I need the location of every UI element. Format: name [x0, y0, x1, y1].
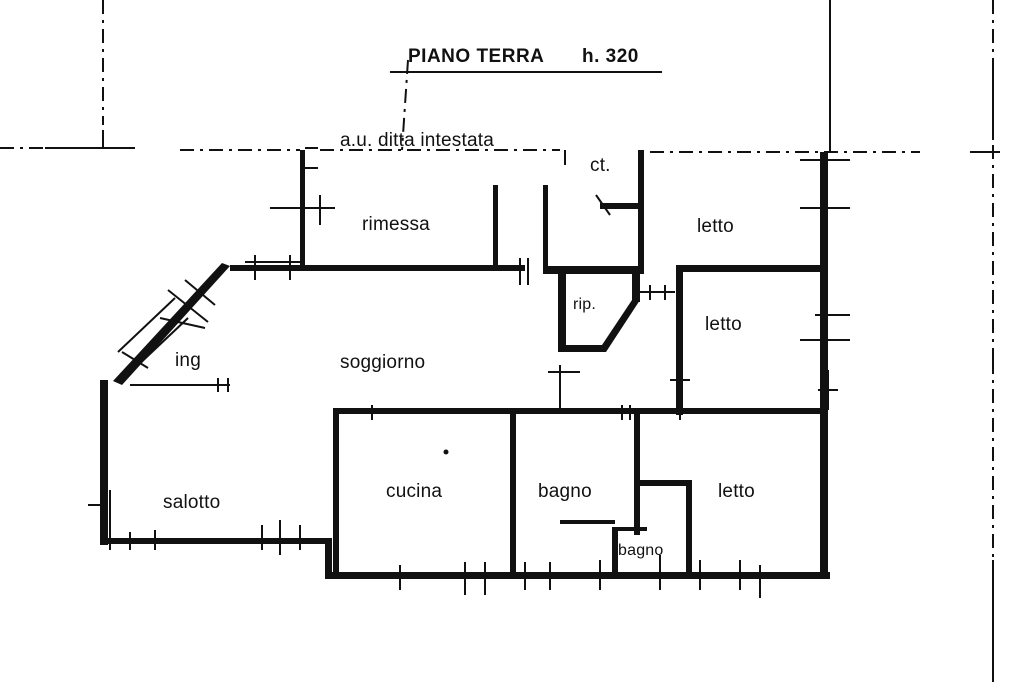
room-salotto: salotto	[163, 492, 221, 513]
boundary-lines	[0, 0, 1000, 682]
room-letto-top: letto	[697, 216, 734, 237]
room-letto-mid: letto	[705, 314, 742, 335]
opening-marks	[88, 147, 850, 598]
ct-label: ct.	[590, 155, 611, 176]
neighbor-note: a.u. ditta intestata	[340, 130, 494, 151]
walls	[100, 150, 830, 579]
marker-dot	[443, 449, 449, 455]
floor-title: PIANO TERRA	[408, 46, 545, 67]
room-bagno-large: bagno	[538, 481, 592, 502]
room-soggiorno: soggiorno	[340, 352, 426, 373]
room-letto-bottom: letto	[718, 481, 755, 502]
room-rimessa: rimessa	[362, 214, 430, 235]
room-bagno-small: bagno	[618, 542, 664, 559]
room-rip: rip.	[573, 296, 597, 313]
room-cucina: cucina	[386, 481, 443, 502]
floor-height: h. 320	[582, 46, 639, 67]
room-ingresso: ing	[175, 350, 201, 371]
